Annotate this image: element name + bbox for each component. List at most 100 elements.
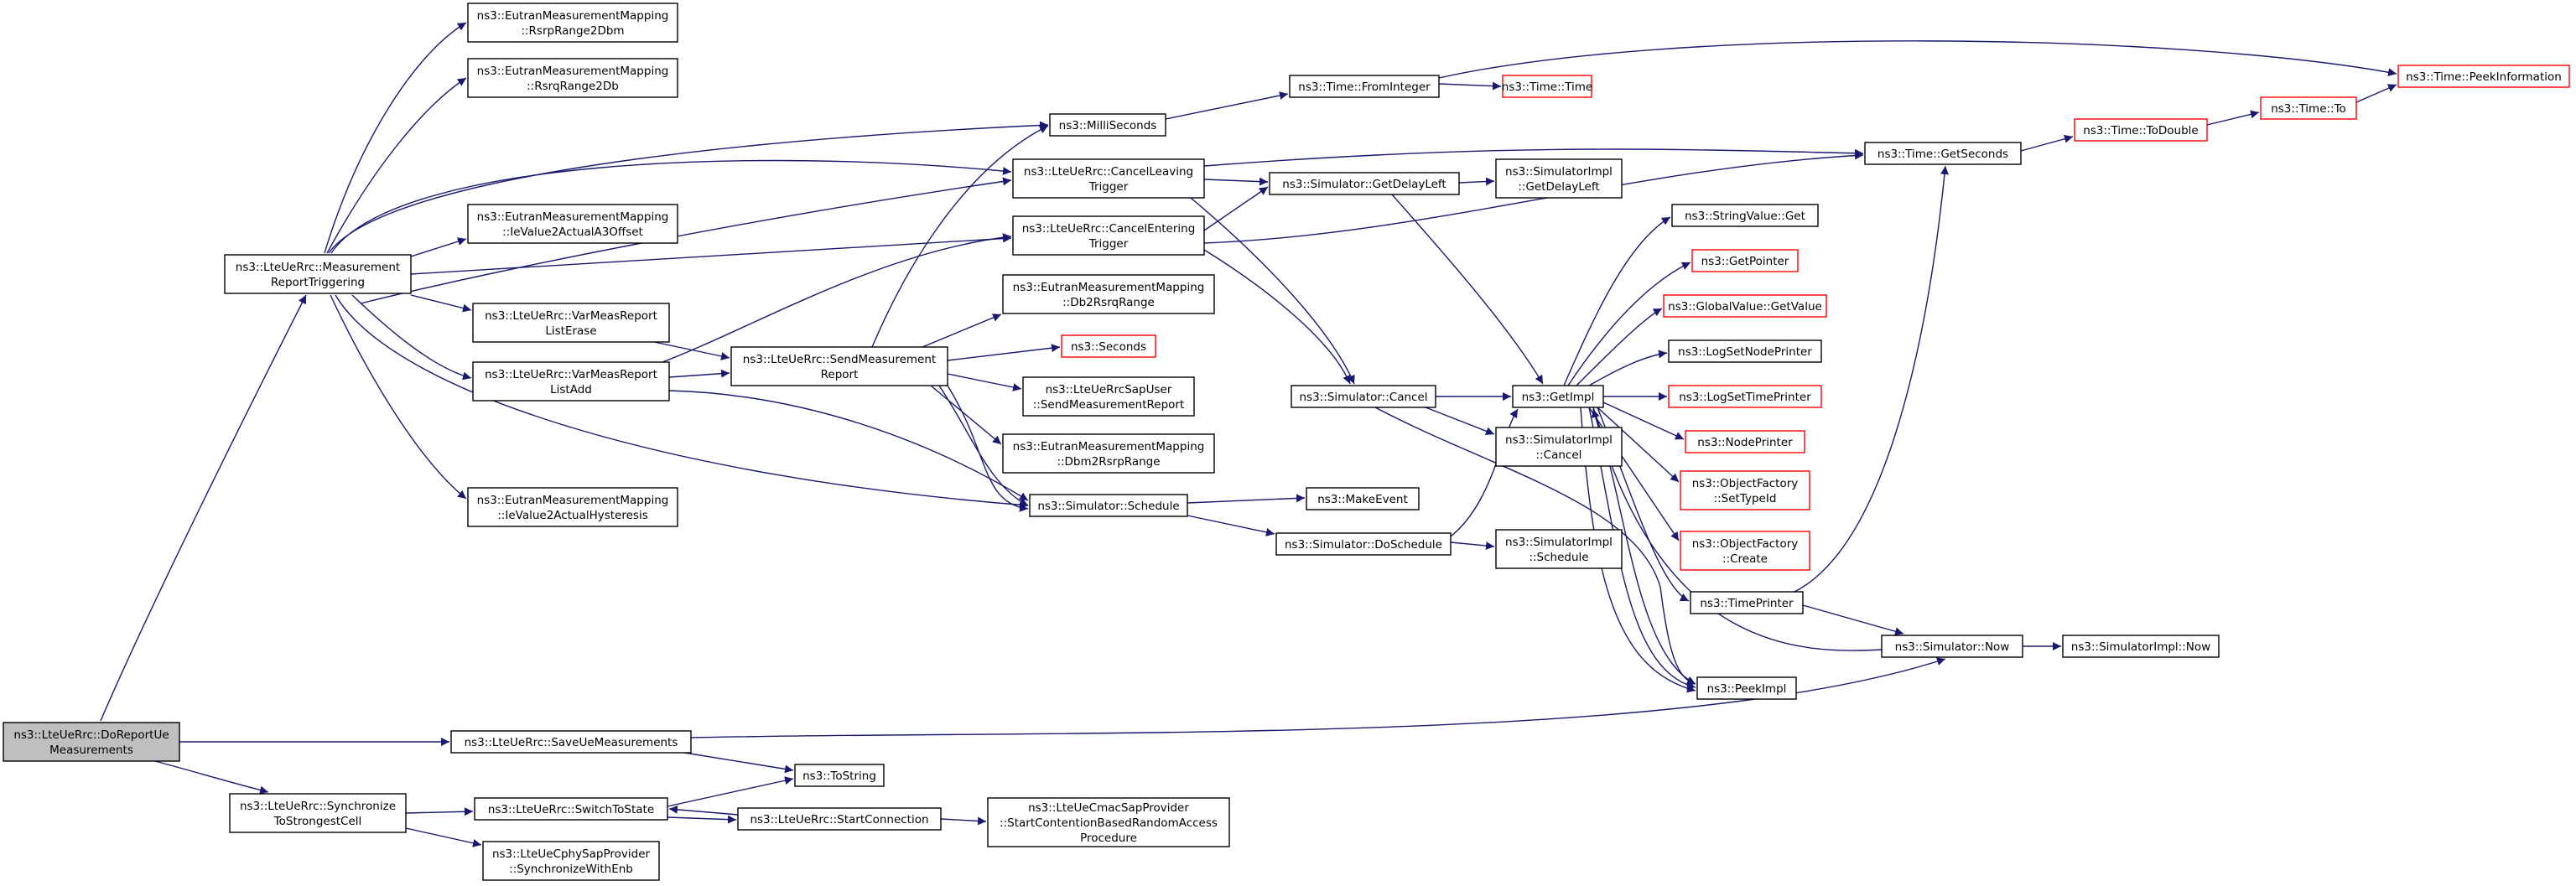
function-node-implNow[interactable]: ns3::SimulatorImpl::Now bbox=[2062, 635, 2220, 658]
function-node-cancel[interactable]: ns3::Simulator::Cancel bbox=[1291, 385, 1436, 408]
function-node-schedule[interactable]: ns3::Simulator::Schedule bbox=[1029, 494, 1188, 517]
function-node-ofCreate[interactable]: ns3::ObjectFactory::Create bbox=[1680, 531, 1810, 571]
function-node-getSeconds[interactable]: ns3::Time::GetSeconds bbox=[1864, 142, 2022, 165]
node-box bbox=[2397, 65, 2570, 88]
call-edge bbox=[1794, 165, 1949, 593]
node-box bbox=[1881, 635, 2023, 658]
node-label: ns3::LteUeRrcSapUser bbox=[1046, 383, 1172, 396]
function-node-seconds[interactable]: ns3::Seconds bbox=[1061, 334, 1156, 358]
function-node-nodePrinter[interactable]: ns3::NodePrinter bbox=[1685, 430, 1805, 453]
node-box bbox=[1495, 158, 1623, 199]
function-node-toDouble[interactable]: ns3::Time::ToDouble bbox=[2074, 118, 2208, 142]
function-node-db2rsrq[interactable]: ns3::EutranMeasurementMapping::Db2RsrqRa… bbox=[1002, 274, 1215, 314]
call-edge bbox=[1563, 216, 1671, 386]
function-node-timeTime[interactable]: ns3::Time::Time bbox=[1502, 75, 1592, 98]
function-node-syncCell[interactable]: ns3::LteUeRrc::SynchronizeToStrongestCel… bbox=[229, 793, 407, 833]
node-label: ::RsrpRange2Dbm bbox=[521, 24, 624, 38]
function-node-getDelay[interactable]: ns3::Simulator::GetDelayLeft bbox=[1269, 172, 1460, 195]
function-node-measTrig[interactable]: ns3::LteUeRrc::MeasurementReportTriggeri… bbox=[224, 254, 412, 294]
function-node-ofSetType[interactable]: ns3::ObjectFactory::SetTypeId bbox=[1680, 470, 1810, 510]
function-node-toString[interactable]: ns3::ToString bbox=[794, 764, 885, 787]
function-node-getPointer[interactable]: ns3::GetPointer bbox=[1691, 249, 1799, 272]
call-edge bbox=[1187, 494, 1306, 504]
node-label: ::IeValue2ActualA3Offset bbox=[502, 225, 643, 239]
node-label: ns3::LteUeCphySapProvider bbox=[492, 847, 651, 861]
node-label: ::IeValue2ActualHysteresis bbox=[497, 509, 648, 522]
function-node-makeEvent[interactable]: ns3::MakeEvent bbox=[1306, 487, 1420, 510]
function-node-ieA3[interactable]: ns3::EutranMeasurementMapping::IeValue2A… bbox=[467, 204, 678, 244]
function-node-fromInt[interactable]: ns3::Time::FromInteger bbox=[1289, 75, 1440, 98]
function-node-doSchedule[interactable]: ns3::Simulator::DoSchedule bbox=[1275, 532, 1452, 556]
node-label: ::Create bbox=[1722, 552, 1768, 566]
call-edge bbox=[1190, 197, 1355, 385]
call-nodes: ns3::LteUeRrc::DoReportUeMeasurementsns3… bbox=[3, 3, 2570, 881]
call-edge bbox=[668, 369, 730, 378]
function-node-syncEnb[interactable]: ns3::LteUeCphySapProvider::SynchronizeWi… bbox=[482, 841, 660, 881]
node-box bbox=[1289, 75, 1440, 98]
node-label: ns3::SimulatorImpl bbox=[1505, 536, 1613, 549]
node-box bbox=[1306, 487, 1420, 510]
function-node-dbm2rsrp[interactable]: ns3::EutranMeasurementMapping::Dbm2RsrpR… bbox=[1002, 433, 1215, 474]
node-box bbox=[1512, 385, 1604, 408]
function-node-sendMeas[interactable]: ns3::LteUeRrc::SendMeasurementReport bbox=[730, 346, 948, 386]
node-label: ReportTriggering bbox=[271, 276, 365, 289]
function-node-ieHyst[interactable]: ns3::EutranMeasurementMapping::IeValue2A… bbox=[467, 487, 678, 527]
function-node-getImpl[interactable]: ns3::GetImpl bbox=[1512, 385, 1604, 408]
function-node-logTime[interactable]: ns3::LogSetTimePrinter bbox=[1668, 385, 1822, 408]
node-label: ns3::LteUeRrc::CancelLeaving bbox=[1024, 165, 1193, 179]
node-label: ns3::TimePrinter bbox=[1700, 597, 1794, 610]
call-edge bbox=[1450, 541, 1495, 551]
function-node-implSched[interactable]: ns3::SimulatorImpl::Schedule bbox=[1495, 529, 1623, 569]
node-label: ns3::Time::GetSeconds bbox=[1877, 148, 2008, 161]
function-node-implCancel[interactable]: ns3::SimulatorImpl::Cancel bbox=[1495, 427, 1623, 467]
node-label: ns3::Simulator::Now bbox=[1895, 640, 2010, 654]
function-node-logNode[interactable]: ns3::LogSetNodePrinter bbox=[1668, 339, 1822, 363]
node-label: ns3::LteUeRrc::VarMeasReport bbox=[485, 309, 657, 323]
node-box bbox=[1685, 430, 1805, 453]
node-label: ns3::LteUeRrc::CancelEntering bbox=[1022, 222, 1196, 236]
function-node-switchState[interactable]: ns3::LteUeRrc::SwitchToState bbox=[474, 797, 668, 821]
node-box bbox=[467, 204, 678, 244]
call-edge bbox=[690, 657, 1946, 738]
function-node-peekImpl[interactable]: ns3::PeekImpl bbox=[1696, 676, 1797, 700]
call-edge bbox=[1203, 186, 1269, 231]
node-label: Procedure bbox=[1080, 832, 1137, 845]
function-node-saveMeas[interactable]: ns3::LteUeRrc::SaveUeMeasurements bbox=[450, 730, 692, 754]
node-label: ns3::LteUeRrc::SendMeasurement bbox=[743, 353, 936, 366]
function-node-strGet[interactable]: ns3::StringValue::Get bbox=[1671, 204, 1819, 227]
function-node-implDelay[interactable]: ns3::SimulatorImpl::GetDelayLeft bbox=[1495, 158, 1623, 199]
node-box bbox=[1275, 532, 1452, 556]
function-node-sapUser[interactable]: ns3::LteUeRrcSapUser::SendMeasurementRep… bbox=[1022, 376, 1195, 417]
call-edge bbox=[1187, 515, 1275, 536]
call-edge bbox=[1203, 249, 1351, 385]
function-node-simNow[interactable]: ns3::Simulator::Now bbox=[1881, 635, 2023, 658]
node-label: ns3::SimulatorImpl bbox=[1505, 165, 1613, 179]
function-node-milli[interactable]: ns3::MilliSeconds bbox=[1049, 113, 1166, 137]
node-box bbox=[1671, 204, 1819, 227]
call-edge bbox=[1458, 177, 1495, 186]
function-node-startConn[interactable]: ns3::LteUeRrc::StartConnection bbox=[737, 807, 942, 831]
node-label: ns3::ObjectFactory bbox=[1692, 477, 1799, 490]
function-node-contention[interactable]: ns3::LteUeCmacSapProvider::StartContenti… bbox=[987, 797, 1230, 847]
function-node-globalGet[interactable]: ns3::GlobalValue::GetValue bbox=[1663, 294, 1827, 318]
node-box bbox=[1029, 494, 1188, 517]
function-node-timePrinter[interactable]: ns3::TimePrinter bbox=[1690, 591, 1804, 614]
call-edge bbox=[405, 827, 482, 847]
node-label: ns3::SimulatorImpl bbox=[1505, 433, 1613, 447]
call-edge bbox=[1580, 407, 1696, 693]
function-node-timeTo[interactable]: ns3::Time::To bbox=[2260, 96, 2357, 120]
node-label: Trigger bbox=[1088, 180, 1129, 194]
node-box bbox=[1680, 470, 1810, 510]
node-box bbox=[482, 841, 660, 881]
node-box bbox=[1291, 385, 1436, 408]
function-node-rsrqR2D[interactable]: ns3::EutranMeasurementMapping::RsrqRange… bbox=[467, 58, 678, 98]
function-node-peekInfo[interactable]: ns3::Time::PeekInformation bbox=[2397, 65, 2570, 88]
call-edge bbox=[667, 815, 737, 824]
function-node-rsrpR2D[interactable]: ns3::EutranMeasurementMapping::RsrpRange… bbox=[467, 3, 678, 43]
